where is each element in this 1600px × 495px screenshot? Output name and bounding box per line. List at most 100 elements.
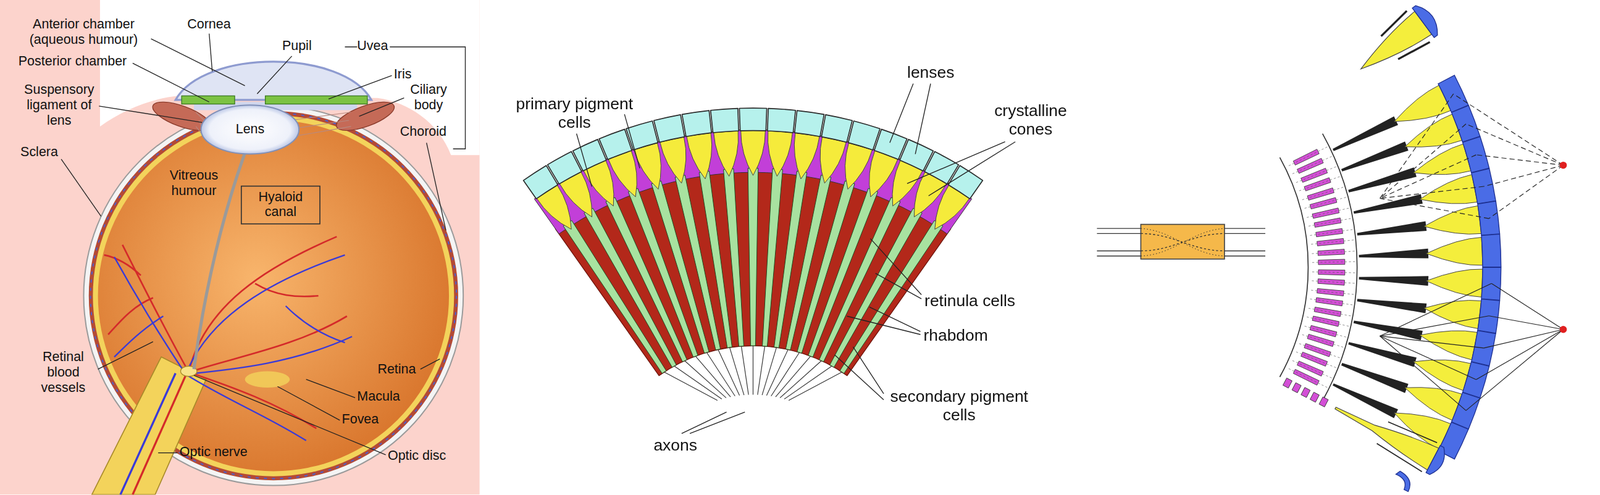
facet-lens xyxy=(767,108,796,133)
rhabdom-column xyxy=(1359,248,1429,259)
pigment-stroke xyxy=(1388,418,1437,448)
lens xyxy=(201,104,300,154)
photoreceptor-bar xyxy=(1291,382,1302,393)
leader-line xyxy=(689,412,745,435)
light-ray xyxy=(1380,316,1490,337)
crossing-fibre xyxy=(1140,228,1224,257)
leader-line xyxy=(875,273,922,299)
white-background xyxy=(100,0,480,155)
receptor-fibre xyxy=(1311,251,1355,254)
retinal-vein xyxy=(114,316,164,357)
photoreceptor-bar xyxy=(1312,208,1340,219)
photoreceptor-bar xyxy=(1317,249,1345,256)
part-label: Iris xyxy=(393,67,412,83)
crystalline-cone xyxy=(686,132,713,180)
photoreceptor-bar xyxy=(1307,334,1334,347)
facet-lens xyxy=(1412,1,1444,38)
facet-lens xyxy=(821,114,853,143)
facet-lens xyxy=(739,108,767,131)
leader-line xyxy=(306,379,356,399)
light-ray xyxy=(1488,316,1563,330)
iris xyxy=(181,95,235,104)
axon xyxy=(674,366,722,400)
leader-line xyxy=(847,316,921,335)
light-ray xyxy=(1380,335,1484,348)
part-label: Anterior chamber (aqueous humour) xyxy=(17,17,151,48)
secondary-pigment-fan xyxy=(555,166,951,376)
leader-line xyxy=(915,83,931,154)
part-label: crystalline cones xyxy=(974,101,1087,140)
rhabdom-column xyxy=(1359,276,1429,286)
part-label: secondary pigment cells xyxy=(877,387,1041,426)
leader-line xyxy=(870,238,922,296)
receptor-fibre xyxy=(1304,197,1347,209)
crossing-fibre xyxy=(1140,233,1224,251)
human-eye-panel xyxy=(0,0,480,495)
rhabdom-column xyxy=(1341,141,1409,172)
receptor-fibre xyxy=(1299,176,1340,191)
retinal-vein xyxy=(114,256,186,375)
rhabdom-column xyxy=(1341,363,1409,394)
part-label: Pupil xyxy=(282,38,312,55)
receptor-layer-outline xyxy=(1322,134,1358,402)
axon xyxy=(757,346,766,396)
box-text: Hyaloid canal xyxy=(248,189,314,220)
receptor-fibre xyxy=(1310,290,1354,295)
rhabdom-column xyxy=(1332,116,1399,151)
tube-block xyxy=(1140,224,1224,260)
leader-line xyxy=(420,359,440,370)
facet-lens xyxy=(681,110,712,137)
photoreceptor-bar xyxy=(1317,279,1345,286)
leader-line xyxy=(576,133,593,187)
axon xyxy=(752,345,754,395)
photoreceptor-bar xyxy=(1319,397,1329,407)
photoreceptor-bar xyxy=(1315,297,1344,307)
suspensory-fibre xyxy=(292,126,352,138)
rhabdom-column xyxy=(1353,194,1423,215)
rhabdom-stripe xyxy=(819,197,901,362)
part-label: Uvea xyxy=(356,38,388,55)
axon xyxy=(784,366,832,400)
leader-line xyxy=(209,33,213,72)
macula-spot xyxy=(245,371,291,388)
leader-line xyxy=(852,347,884,394)
leader-line xyxy=(277,386,340,421)
receptor-fibre xyxy=(1306,317,1349,327)
facet-lens xyxy=(847,121,880,151)
photoreceptor-bar xyxy=(1309,325,1337,338)
crystalline-cone xyxy=(845,143,873,190)
part-label: Fovea xyxy=(342,412,380,428)
retinal-vein xyxy=(185,374,307,441)
crystalline-cone xyxy=(820,137,847,184)
leader-line xyxy=(834,355,884,401)
photoreceptor-bar xyxy=(1317,288,1345,296)
part-label: Optic nerve xyxy=(179,444,248,461)
light-ray xyxy=(1380,335,1477,380)
crystalline-cone xyxy=(1424,300,1482,330)
axon xyxy=(706,352,735,397)
leader-line xyxy=(869,306,921,332)
suspensory-fibre xyxy=(289,112,351,121)
axon xyxy=(718,349,740,396)
crystalline-cone xyxy=(660,137,687,184)
light-ray xyxy=(1380,93,1454,199)
receptor-layer-outline xyxy=(1279,157,1308,378)
facet-lens xyxy=(1481,234,1502,267)
light-ray xyxy=(1380,335,1466,411)
photoreceptor-bar xyxy=(1293,369,1320,386)
light-ray xyxy=(1380,198,1490,219)
axon xyxy=(729,347,745,396)
facet-lens xyxy=(598,129,632,160)
axon xyxy=(663,372,717,401)
rhabdom-column xyxy=(1357,221,1428,236)
part-label: Ciliary body xyxy=(397,82,459,114)
light-ray xyxy=(1380,186,1484,199)
light-ray xyxy=(1475,154,1563,166)
photoreceptor-bar xyxy=(1307,187,1334,201)
retinal-vein xyxy=(185,336,352,375)
photoreceptor-bar xyxy=(1312,316,1340,327)
receptor-fibre xyxy=(1312,261,1355,263)
leader-line xyxy=(624,114,640,169)
crystalline-cone xyxy=(794,132,820,180)
axon xyxy=(684,360,727,398)
